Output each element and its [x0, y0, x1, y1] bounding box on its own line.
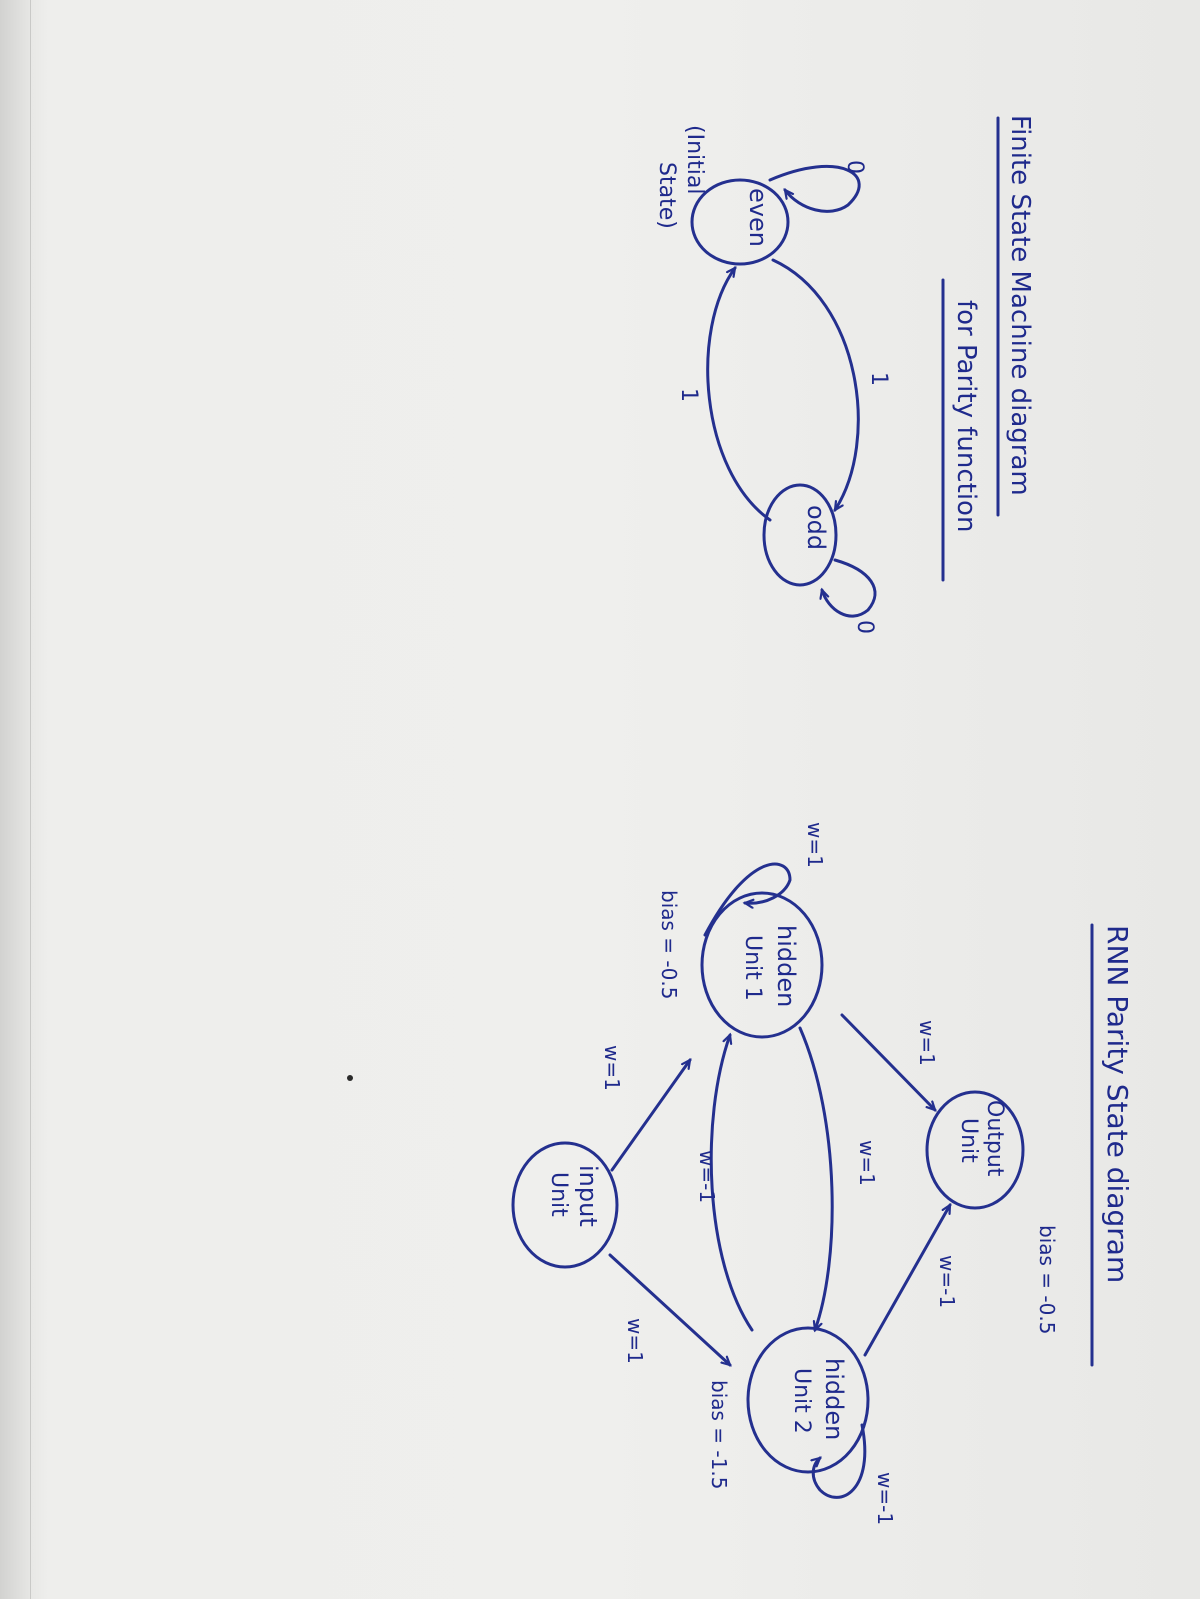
fsm-subtitle: for Parity function: [951, 300, 981, 532]
bias-output-label: bias = -0.5: [1035, 1225, 1059, 1334]
edge-h2-self-loop: [813, 1423, 867, 1499]
bias-hidden2-label: bias = -1.5: [707, 1380, 731, 1489]
node-hidden2-line1: hidden: [820, 1358, 848, 1440]
fsm-diagram: Finite State Machine diagram for Parity …: [654, 115, 1035, 634]
node-input-line2: Unit: [546, 1172, 571, 1217]
rnn-title: RNN Parity State diagram: [1101, 925, 1134, 1283]
edge-h1-to-h2-label: w=1: [855, 1140, 879, 1186]
odd-self-loop: [822, 558, 877, 618]
state-odd: [762, 483, 838, 587]
initial-note-line1: (Initial: [682, 125, 707, 194]
edge-input-to-h2: [608, 1253, 730, 1365]
edge-even-to-odd: [771, 258, 860, 510]
node-output-line1: Output: [982, 1100, 1007, 1177]
even-self-loop: [768, 164, 861, 213]
node-hidden-unit-1: [700, 891, 824, 1039]
edge-h1-to-output: [840, 1013, 935, 1110]
edge-h1-self-loop: [703, 862, 792, 937]
edge-h2-to-output: [863, 1205, 952, 1357]
edge-input-to-h1: [610, 1060, 692, 1172]
state-even-label: even: [744, 188, 772, 247]
node-hidden1-line1: hidden: [772, 925, 800, 1007]
edge-h2-to-output-label: w=-1: [935, 1255, 959, 1308]
node-input-unit: [511, 1141, 619, 1269]
node-hidden-unit-2: [746, 1326, 870, 1474]
state-even: [690, 178, 790, 266]
edge-h1-self-label: w=1: [803, 822, 827, 868]
edge-h2-to-h1-label: w=-1: [695, 1150, 719, 1203]
node-output-line2: Unit: [956, 1118, 981, 1163]
odd-loop-label: 0: [852, 620, 877, 634]
edge-input-to-h2-label: w=1: [623, 1318, 647, 1364]
even-loop-label: 0: [842, 160, 867, 174]
node-output-unit: [925, 1090, 1025, 1210]
edge-h2-self-label: w=-1: [873, 1472, 897, 1525]
edge-h2-to-h1: [709, 1035, 754, 1332]
rnn-diagram: RNN Parity State diagram Output Unit hid…: [347, 822, 1134, 1525]
edge-odd-to-even: [706, 268, 772, 522]
fsm-title: Finite State Machine diagram: [1005, 115, 1035, 496]
node-hidden2-line2: Unit 2: [789, 1368, 814, 1434]
edge-input-to-h1-label: w=1: [600, 1045, 624, 1091]
page-fold: [0, 0, 31, 1599]
initial-note-line2: State): [654, 162, 679, 229]
edge-even-to-odd-label: 1: [866, 372, 891, 386]
bias-hidden1-label: bias = -0.5: [657, 890, 681, 999]
node-hidden1-line2: Unit 1: [740, 935, 765, 1001]
state-odd-label: odd: [802, 505, 830, 550]
edge-h1-to-h2: [798, 1026, 834, 1330]
ink-dot: [347, 1075, 353, 1081]
edge-h1-to-output-label: w=1: [915, 1020, 939, 1066]
node-input-line1: input: [574, 1165, 602, 1227]
edge-odd-to-even-label: 1: [676, 388, 701, 402]
